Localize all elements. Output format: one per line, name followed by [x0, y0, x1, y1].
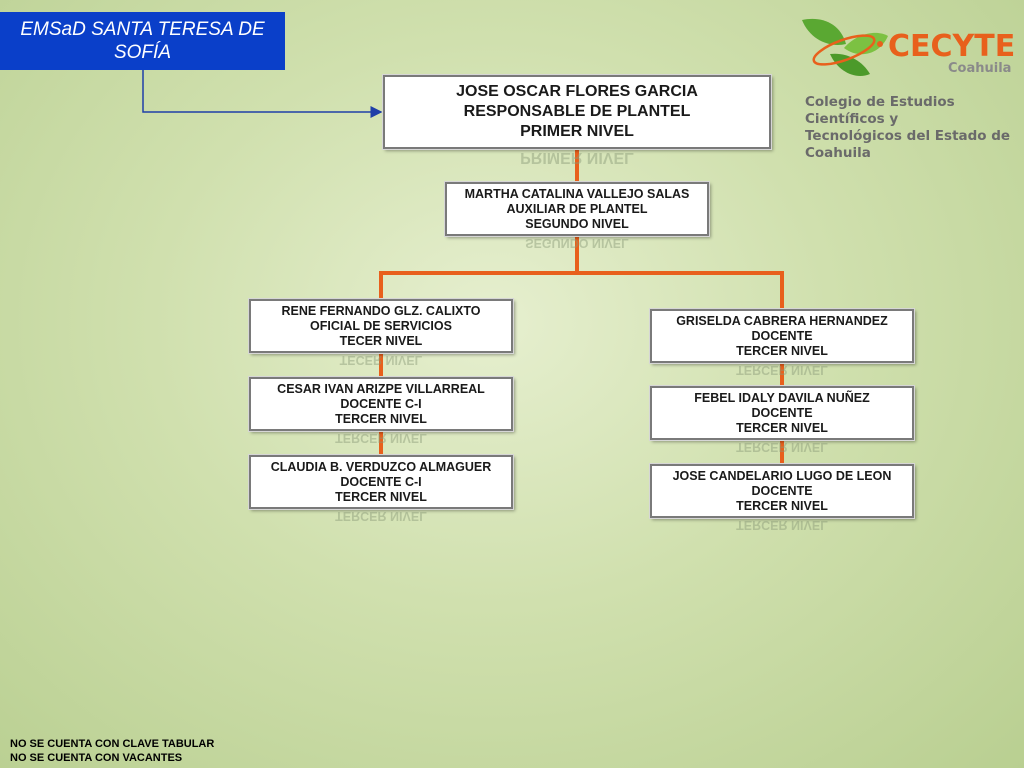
title-arrow: [142, 70, 383, 118]
card-role: DOCENTE C-I: [340, 396, 422, 411]
card-reflection: TERCER NIVEL: [736, 365, 828, 377]
card-name: JOSE OSCAR FLORES GARCIA: [456, 83, 698, 100]
org-card-right-1: GRISELDA CABRERA HERNANDEZ DOCENTE TERCE…: [650, 309, 914, 363]
card-name: JOSE CANDELARIO LUGO DE LEON: [672, 468, 892, 483]
card-level: TERCER NIVEL: [736, 420, 828, 435]
card-reflection: TECER NIVEL: [339, 355, 423, 367]
card-level: PRIMER NIVEL: [520, 123, 634, 140]
cecyte-leaf-icon: CECYTE Coahuila: [802, 18, 1015, 76]
card-reflection: PRIMER NIVEL: [520, 151, 634, 166]
footer-note-2: NO SE CUENTA CON VACANTES: [10, 752, 183, 764]
card-name: MARTHA CATALINA VALLEJO SALAS: [464, 186, 690, 201]
campus-title: EMSaD SANTA TERESA DE SOFÍA: [20, 19, 265, 63]
card-reflection: TERCER NIVEL: [736, 442, 828, 454]
card-level: SEGUNDO NIVEL: [525, 216, 629, 231]
card-name: FEBEL IDALY DAVILA NUÑEZ: [694, 390, 870, 405]
logo-subtitle-line2: Tecnológicos del Estado de Coahuila: [805, 128, 1011, 161]
logo-region: Coahuila: [948, 61, 1011, 76]
org-card-left-3: CLAUDIA B. VERDUZCO ALMAGUER DOCENTE C-I…: [249, 455, 513, 509]
logo-brand: CECYTE: [888, 29, 1015, 64]
card-role: AUXILIAR DE PLANTEL: [506, 201, 648, 216]
org-card-left-2: CESAR IVAN ARIZPE VILLARREAL DOCENTE C-I…: [249, 377, 513, 431]
card-reflection: SEGUNDO NIVEL: [525, 238, 629, 250]
card-name: RENE FERNANDO GLZ. CALIXTO: [281, 303, 481, 318]
card-name: CESAR IVAN ARIZPE VILLARREAL: [277, 381, 485, 396]
logo-subtitle: Colegio de Estudios Científicos y Tecnol…: [805, 94, 1015, 162]
card-level: TERCER NIVEL: [736, 343, 828, 358]
cecyte-logo: CECYTE Coahuila: [800, 14, 1015, 134]
org-card-right-3: JOSE CANDELARIO LUGO DE LEON DOCENTE TER…: [650, 464, 914, 518]
logo-subtitle-line1: Colegio de Estudios Científicos y: [805, 94, 955, 127]
org-card-primer-nivel: JOSE OSCAR FLORES GARCIA RESPONSABLE DE …: [383, 75, 771, 149]
card-role: DOCENTE: [751, 405, 813, 420]
org-card-right-2: FEBEL IDALY DAVILA NUÑEZ DOCENTE TERCER …: [650, 386, 914, 440]
card-level: TERCER NIVEL: [335, 489, 427, 504]
card-level: TERCER NIVEL: [736, 498, 828, 513]
orange-tree-lines: [379, 148, 784, 466]
card-name: CLAUDIA B. VERDUZCO ALMAGUER: [270, 459, 492, 474]
card-reflection: TERCER NIVEL: [736, 520, 828, 532]
card-role: DOCENTE C-I: [340, 474, 422, 489]
card-role: RESPONSABLE DE PLANTEL: [463, 103, 691, 120]
card-role: OFICIAL DE SERVICIOS: [310, 318, 452, 333]
card-name: GRISELDA CABRERA HERNANDEZ: [676, 313, 888, 328]
card-reflection: TERCER NIVEL: [335, 511, 427, 523]
campus-title-box: EMSaD SANTA TERESA DE SOFÍA: [0, 12, 285, 70]
card-level: TECER NIVEL: [339, 333, 423, 348]
footer-note-1: NO SE CUENTA CON CLAVE TABULAR: [10, 738, 215, 750]
org-card-left-1: RENE FERNANDO GLZ. CALIXTO OFICIAL DE SE…: [249, 299, 513, 353]
footer-notes: NO SE CUENTA CON CLAVE TABULAR NO SE CUE…: [10, 737, 214, 765]
org-card-segundo-nivel: MARTHA CATALINA VALLEJO SALAS AUXILIAR D…: [445, 182, 709, 236]
card-reflection: TERCER NIVEL: [335, 433, 427, 445]
card-role: DOCENTE: [751, 328, 813, 343]
card-level: TERCER NIVEL: [335, 411, 427, 426]
card-role: DOCENTE: [751, 483, 813, 498]
